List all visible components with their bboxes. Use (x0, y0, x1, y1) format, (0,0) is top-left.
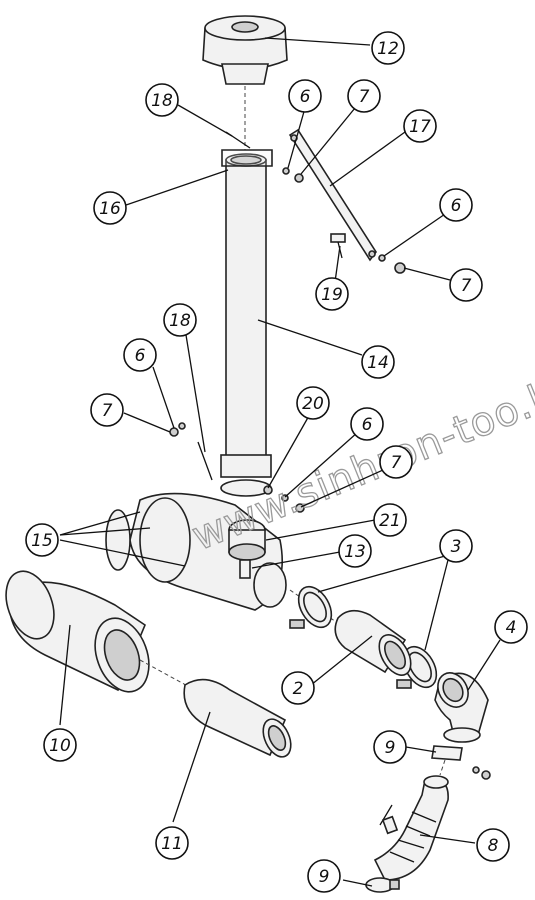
callout-circle (281, 671, 315, 705)
callout-3: 3 (439, 529, 473, 563)
filter-element-safety (183, 678, 292, 758)
callout-number: 15 (31, 531, 53, 551)
callout-circle (439, 529, 473, 563)
callout-circle (403, 109, 437, 143)
callout-number: 21 (379, 511, 401, 531)
callout-number: 20 (302, 394, 324, 414)
callout-11: 11 (155, 826, 189, 860)
callout-number: 17 (409, 117, 431, 137)
callout-18: 18 (163, 303, 197, 337)
callout-7: 7 (347, 79, 381, 113)
callout-7: 7 (379, 445, 413, 479)
callout-number: 10 (49, 736, 71, 756)
callout-circle (307, 859, 341, 893)
leader-lines (59, 37, 501, 887)
hose-clamp-b (396, 645, 438, 689)
callout-circle (43, 728, 77, 762)
rubber-elbow (434, 672, 489, 743)
callout-17: 17 (403, 109, 437, 143)
callout-9: 9 (373, 730, 407, 764)
callout-number: 4 (506, 618, 517, 638)
callout-number: 9 (385, 738, 396, 758)
callout-circle (494, 610, 528, 644)
callout-circle (155, 826, 189, 860)
callout-number: 11 (161, 834, 183, 854)
filter-element-primary (5, 570, 196, 693)
callout-number: 12 (377, 39, 399, 59)
callout-2: 2 (281, 671, 315, 705)
callout-number: 7 (391, 453, 402, 473)
callout-6: 6 (439, 188, 473, 222)
callout-circle (379, 445, 413, 479)
callout-circle (123, 338, 157, 372)
callout-circle (373, 503, 407, 537)
flexible-hose (373, 775, 449, 881)
callout-number: 6 (362, 415, 373, 435)
callout-circle (347, 79, 381, 113)
callout-circle (449, 268, 483, 302)
precleaner-cap (202, 15, 288, 150)
callout-circle (371, 31, 405, 65)
callout-6: 6 (288, 79, 322, 113)
callout-13: 13 (338, 534, 372, 568)
callout-20: 20 (296, 386, 330, 420)
callout-circle (476, 828, 510, 862)
callout-circle (338, 534, 372, 568)
callout-10: 10 (43, 728, 77, 762)
callout-number: 9 (319, 867, 330, 887)
callout-number: 19 (321, 285, 343, 305)
callout-circle (373, 730, 407, 764)
callout-6: 6 (123, 338, 157, 372)
hose-clamp-upper (431, 745, 491, 780)
intake-pipe (220, 149, 273, 497)
callout-number: 6 (135, 346, 146, 366)
callout-16: 16 (93, 191, 127, 225)
callout-circle (90, 393, 124, 427)
callout-number: 16 (99, 199, 121, 219)
callout-6: 6 (350, 407, 384, 441)
callout-circle (296, 386, 330, 420)
callout-9: 9 (307, 859, 341, 893)
callout-circle (439, 188, 473, 222)
callout-circle (361, 345, 395, 379)
callout-circle (350, 407, 384, 441)
callout-number: 18 (169, 311, 191, 331)
support-bracket (288, 128, 377, 262)
callout-number: 2 (293, 679, 304, 699)
air-cleaner-housing (105, 492, 421, 681)
callout-12: 12 (371, 31, 405, 65)
callout-number: 7 (461, 276, 472, 296)
callout-4: 4 (494, 610, 528, 644)
callout-circle (25, 523, 59, 557)
callout-circle (315, 277, 349, 311)
callout-19: 19 (315, 277, 349, 311)
callout-number: 6 (300, 87, 311, 107)
callout-14: 14 (361, 345, 395, 379)
hose-clamp-lower (365, 877, 400, 893)
callout-number: 6 (451, 196, 462, 216)
callout-circle (288, 79, 322, 113)
callout-8: 8 (476, 828, 510, 862)
connecting-sleeve (334, 609, 412, 676)
callout-number: 18 (151, 91, 173, 111)
callout-21: 21 (373, 503, 407, 537)
callout-15: 15 (25, 523, 59, 557)
callout-number: 14 (367, 353, 389, 373)
callout-number: 7 (102, 401, 113, 421)
callout-18: 18 (145, 83, 179, 117)
callout-number: 3 (451, 537, 462, 557)
callout-number: 7 (359, 87, 370, 107)
hose-clamp-a (289, 585, 333, 629)
callout-circle (163, 303, 197, 337)
callout-7: 7 (90, 393, 124, 427)
callout-circle (145, 83, 179, 117)
callout-7: 7 (449, 268, 483, 302)
callout-circle (93, 191, 127, 225)
callout-number: 8 (488, 836, 499, 856)
callout-number: 13 (344, 542, 366, 562)
top-hardware (225, 131, 406, 274)
